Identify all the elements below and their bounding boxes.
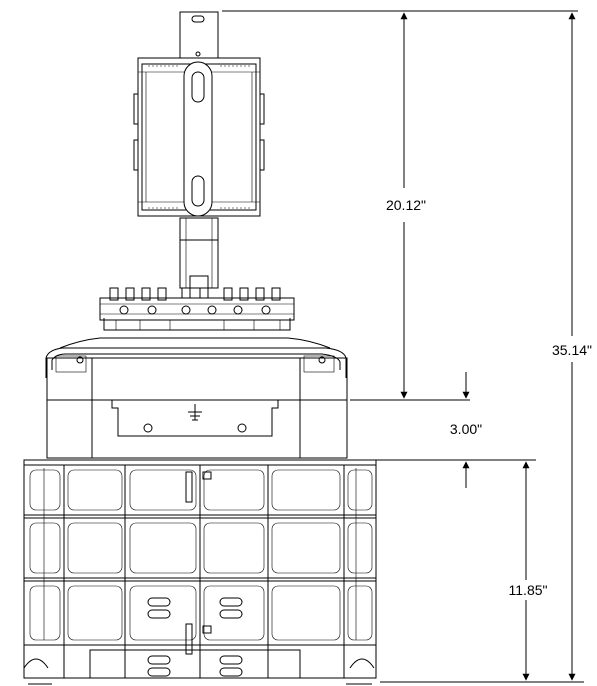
dimension-label-top-to-grade: 20.12" <box>386 197 426 213</box>
luminaire-head <box>133 57 265 217</box>
ground-symbol-icon <box>188 404 202 421</box>
dimension-label-overall-height: 35.14" <box>552 342 592 358</box>
upper-housing <box>46 357 348 459</box>
top-cover <box>45 337 347 378</box>
dimension-label-base-gap: 3.00" <box>450 421 482 437</box>
dimension-overall-height: 35.14" <box>552 12 592 681</box>
extension-lines <box>222 10 584 683</box>
dimension-pedestal-height: 11.85" <box>509 461 548 681</box>
dimension-label-pedestal-height: 11.85" <box>509 582 548 598</box>
terminal-block <box>99 285 295 331</box>
pedestal-base <box>23 459 377 685</box>
dimension-top-to-grade: 20.12" <box>386 12 426 399</box>
dimension-base-gap: 3.00" <box>450 372 482 488</box>
